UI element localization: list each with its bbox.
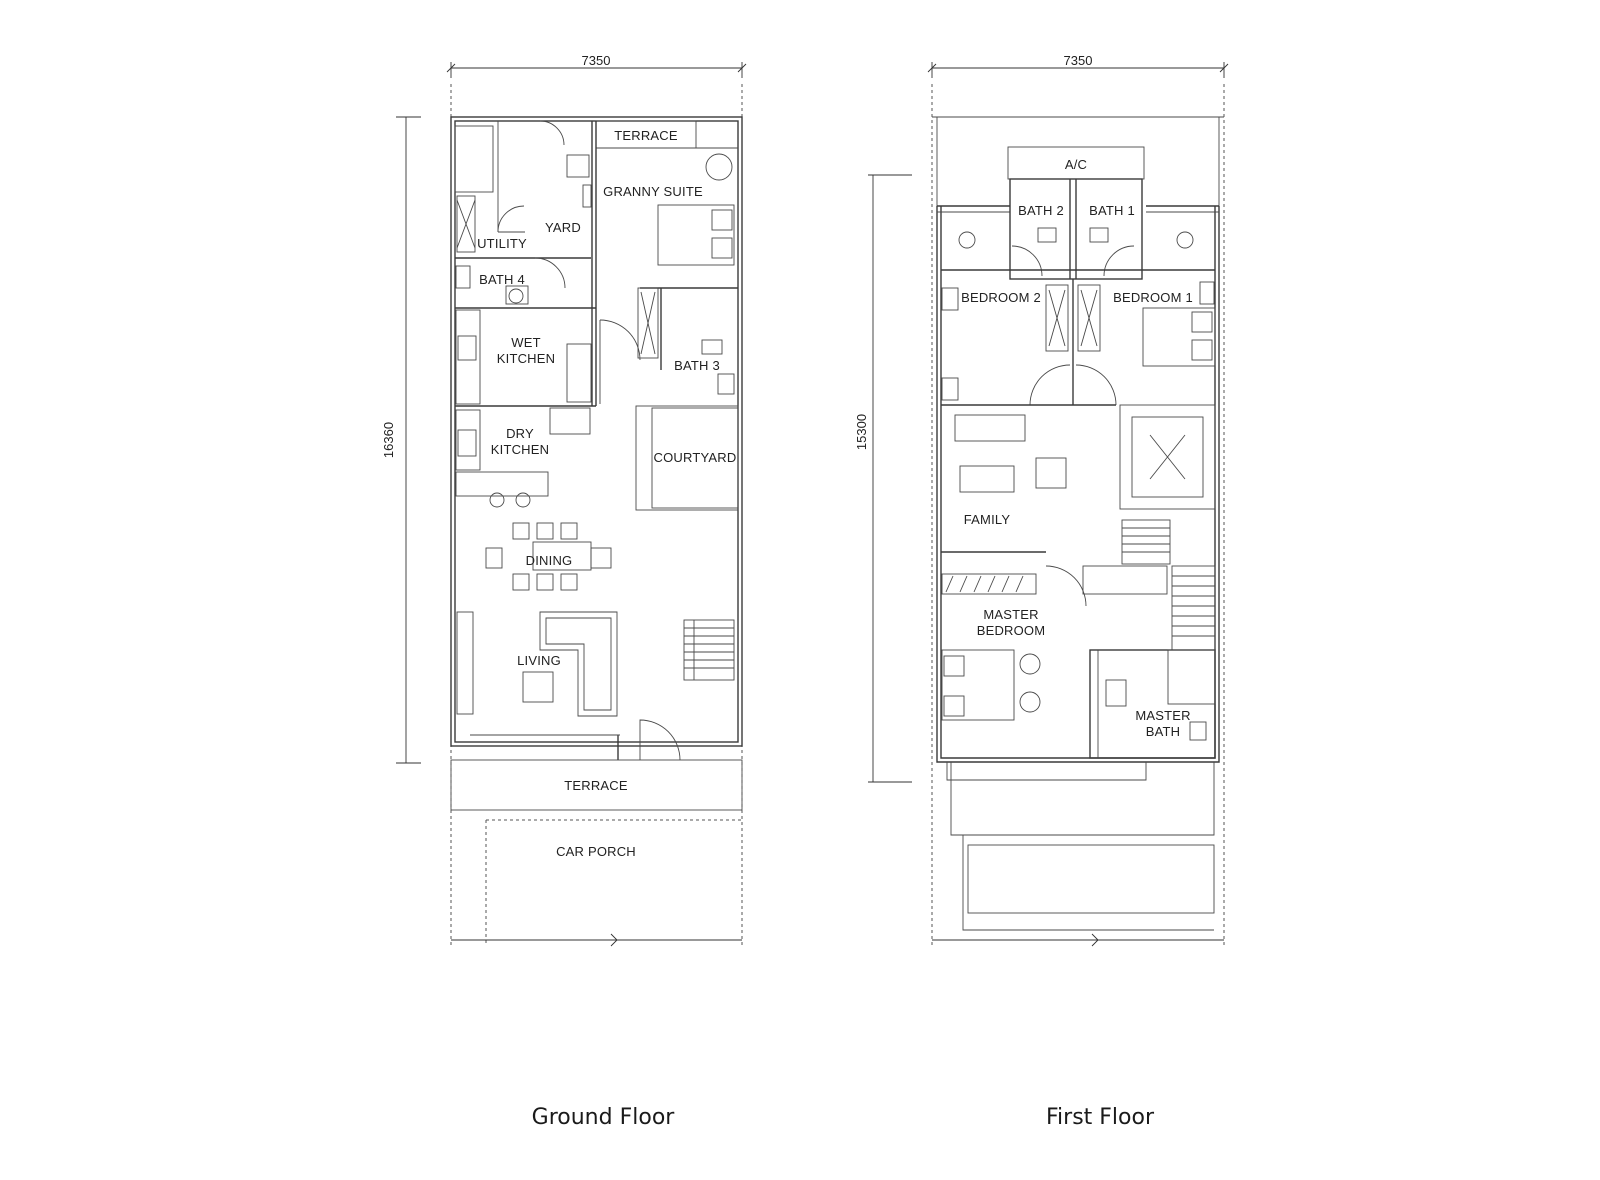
label-bath-2: BATH 2 bbox=[1018, 203, 1064, 218]
label-bedroom-2: BEDROOM 2 bbox=[961, 290, 1041, 305]
label-terrace-top: TERRACE bbox=[614, 128, 678, 143]
label-family: FAMILY bbox=[964, 512, 1011, 527]
ground-height-label: 16360 bbox=[381, 422, 396, 458]
first-floor-title: First Floor bbox=[1046, 1105, 1155, 1130]
label-dry-kitchen-line2: KITCHEN bbox=[491, 442, 549, 457]
ground-width-dimension: 7350 bbox=[446, 53, 747, 78]
granny-bed bbox=[657, 204, 735, 266]
label-bath-3: BATH 3 bbox=[674, 358, 720, 373]
label-dry-kitchen-line1: DRY bbox=[506, 426, 534, 441]
label-living: LIVING bbox=[517, 653, 561, 668]
ground-floor-title: Ground Floor bbox=[532, 1105, 676, 1130]
label-master-bedroom-line1: MASTER bbox=[983, 607, 1038, 622]
first-stairs bbox=[1121, 519, 1216, 651]
label-terrace-bottom: TERRACE bbox=[564, 778, 628, 793]
ground-width-label: 7350 bbox=[582, 53, 611, 68]
first-floor-plan: 7350 15300 bbox=[854, 53, 1229, 1130]
first-outer-walls bbox=[936, 206, 1220, 763]
ground-height-dimension: 16360 bbox=[381, 116, 421, 764]
first-height-label: 15300 bbox=[854, 414, 869, 450]
label-utility: UTILITY bbox=[477, 236, 527, 251]
first-height-dimension: 15300 bbox=[854, 174, 912, 783]
label-bedroom-1: BEDROOM 1 bbox=[1113, 290, 1193, 305]
label-master-bath-line1: MASTER bbox=[1135, 708, 1190, 723]
ground-stairs bbox=[683, 619, 735, 681]
label-wet-kitchen-line1: WET bbox=[511, 335, 540, 350]
label-granny-suite: GRANNY SUITE bbox=[603, 184, 703, 199]
label-car-porch: CAR PORCH bbox=[556, 844, 636, 859]
label-dining: DINING bbox=[526, 553, 573, 568]
ground-outer-walls bbox=[450, 116, 743, 747]
label-courtyard: COURTYARD bbox=[654, 450, 737, 465]
first-width-dimension: 7350 bbox=[927, 53, 1229, 78]
label-master-bedroom-line2: BEDROOM bbox=[977, 623, 1046, 638]
label-yard: YARD bbox=[545, 220, 581, 235]
first-width-label: 7350 bbox=[1064, 53, 1093, 68]
label-wet-kitchen-line2: KITCHEN bbox=[497, 351, 555, 366]
label-ac: A/C bbox=[1065, 157, 1087, 172]
label-bath-1: BATH 1 bbox=[1089, 203, 1135, 218]
label-bath-4: BATH 4 bbox=[479, 272, 525, 287]
living-sofa bbox=[539, 611, 618, 717]
label-master-bath-line2: BATH bbox=[1146, 724, 1181, 739]
ground-floor-plan: 7350 16360 bbox=[381, 53, 747, 1130]
